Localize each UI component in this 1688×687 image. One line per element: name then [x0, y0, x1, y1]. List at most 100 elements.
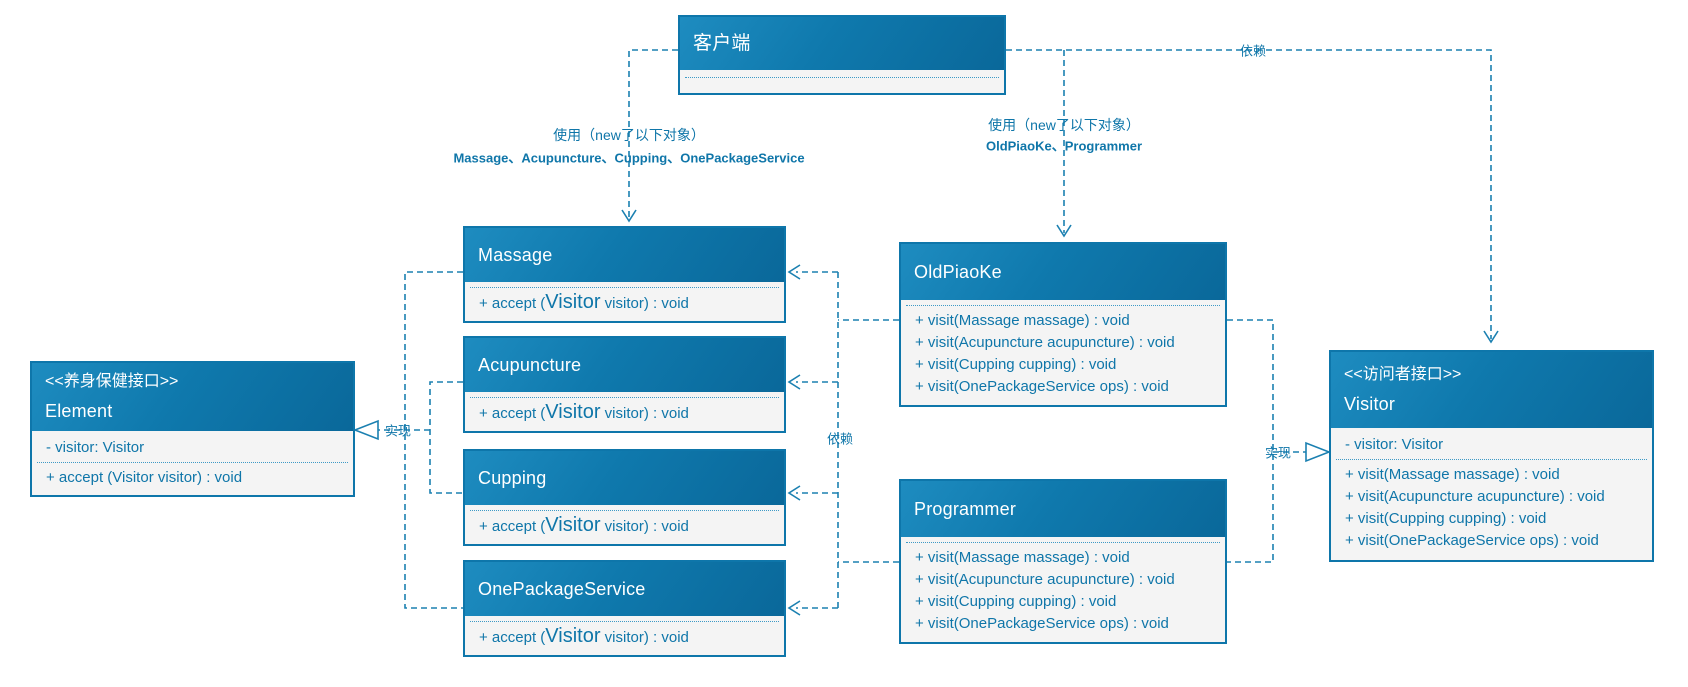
- realize-triangle-visitor: [1305, 441, 1332, 463]
- class-header-oldpiaoke: OldPiaoKe: [901, 244, 1225, 300]
- class-box-oldpiaoke: OldPiaoKe + visit(Massage massage) : voi…: [899, 242, 1227, 407]
- attribute-visitor: - visitor: Visitor: [1345, 436, 1444, 453]
- class-box-programmer: Programmer + visit(Massage massage) : vo…: [899, 479, 1227, 644]
- class-body-massage: + accept (Visitor visitor) : void: [465, 287, 784, 321]
- label-use-right-line2: OldPiaoKe、Programmer: [985, 138, 1143, 154]
- class-body-acupuncture: + accept (Visitor visitor) : void: [465, 397, 784, 431]
- class-title-oldpiaoke: OldPiaoKe: [914, 262, 1002, 282]
- class-box-visitor: <<访问者接口>> Visitor - visitor: Visitor + v…: [1329, 350, 1654, 562]
- method-visit-acupuncture: + visit(Acupuncture acupuncture) : void: [1345, 488, 1605, 505]
- label-use-left-line2: Massage、Acupuncture、Cupping、OnePackageSe…: [453, 150, 805, 166]
- class-title-visitor: Visitor: [1344, 394, 1396, 414]
- method-text: visitor) : void: [600, 405, 689, 422]
- method-accept: + accept (Visitor visitor) : void: [465, 398, 784, 431]
- class-header-programmer: Programmer: [901, 481, 1225, 537]
- compartment-divider: [470, 287, 779, 288]
- edge-realize-bracket-right: [1227, 319, 1274, 563]
- compartment-divider: [685, 77, 999, 78]
- class-header-onepackageservice: OnePackageService: [465, 562, 784, 616]
- method-accept: + accept (Visitor visitor) : void: [465, 288, 784, 321]
- method-visit-cupping: + visit(Cupping cupping) : void: [915, 593, 1117, 610]
- method-visit-acupuncture: + visit(Acupuncture acupuncture) : void: [915, 334, 1175, 351]
- arrowhead-left-acupuncture: [787, 374, 801, 390]
- method-visit-onepackageservice: + visit(OnePackageService ops) : void: [1345, 532, 1599, 549]
- class-body-element: - visitor: Visitor + accept (Visitor vis…: [32, 431, 353, 495]
- label-realize-left: 实现: [384, 423, 412, 439]
- class-header-massage: Massage: [465, 228, 784, 282]
- arrowhead-left-cupping: [787, 485, 801, 501]
- method-text: visitor) : void: [600, 518, 689, 535]
- method-visit-massage: + visit(Massage massage) : void: [915, 549, 1130, 566]
- realize-triangle-element: [352, 419, 379, 441]
- class-box-cupping: Cupping + accept (Visitor visitor) : voi…: [463, 449, 786, 546]
- method-accept: + accept (Visitor visitor) : void: [465, 511, 784, 544]
- class-title-massage: Massage: [478, 245, 553, 265]
- class-body-onepackageservice: + accept (Visitor visitor) : void: [465, 621, 784, 655]
- class-title-programmer: Programmer: [914, 499, 1017, 519]
- class-title-onepackageservice: OnePackageService: [478, 579, 646, 599]
- edge-client-to-massage: [628, 49, 678, 218]
- label-dependency-top: 依赖: [1239, 43, 1267, 59]
- compartment-divider: [906, 542, 1220, 543]
- method-visit-massage: + visit(Massage massage) : void: [1345, 466, 1560, 483]
- class-stereotype-visitor: <<访问者接口>>: [1344, 366, 1462, 383]
- method-param-type: Visitor: [545, 625, 601, 647]
- method-visit-cupping: + visit(Cupping cupping) : void: [1345, 510, 1547, 527]
- method-accept: + accept (Visitor visitor) : void: [465, 622, 784, 655]
- method-text: + accept (: [479, 295, 546, 312]
- class-body-cupping: + accept (Visitor visitor) : void: [465, 510, 784, 544]
- method-text: visitor) : void: [600, 295, 689, 312]
- method-visit-onepackageservice: + visit(OnePackageService ops) : void: [915, 378, 1169, 395]
- compartment-divider: [470, 397, 779, 398]
- edge-realize-bracket-outer-left: [404, 271, 463, 609]
- label-use-right-line1: 使用（new了以下对象）: [988, 117, 1140, 133]
- compartment-divider: [470, 510, 779, 511]
- class-body-visitor: - visitor: Visitor + visit(Massage massa…: [1331, 428, 1652, 560]
- method-visit-onepackageservice: + visit(OnePackageService ops) : void: [915, 615, 1169, 632]
- method-param-type: Visitor: [545, 291, 601, 313]
- attribute-visitor: - visitor: Visitor: [46, 439, 145, 456]
- class-box-element: <<养身保健接口>> Element - visitor: Visitor + …: [30, 361, 355, 497]
- method-text: visitor) : void: [600, 629, 689, 646]
- method-param-type: Visitor: [545, 401, 601, 423]
- compartment-divider: [470, 621, 779, 622]
- class-box-acupuncture: Acupuncture + accept (Visitor visitor) :…: [463, 336, 786, 433]
- class-header-visitor: <<访问者接口>> Visitor: [1331, 352, 1652, 428]
- class-box-client: 客户端: [678, 15, 1006, 95]
- class-title-cupping: Cupping: [478, 468, 547, 488]
- edge-realize-bracket-inner-left: [429, 381, 463, 494]
- class-header-acupuncture: Acupuncture: [465, 338, 784, 392]
- class-stereotype-element: <<养身保健接口>>: [45, 373, 179, 390]
- class-body-programmer: + visit(Massage massage) : void + visit(…: [901, 542, 1225, 642]
- edge-client-to-visitor-dependency: [1006, 49, 1492, 339]
- method-visit-acupuncture: + visit(Acupuncture acupuncture) : void: [915, 571, 1175, 588]
- class-body-oldpiaoke: + visit(Massage massage) : void + visit(…: [901, 305, 1225, 405]
- label-use-left-line1: 使用（new了以下对象）: [553, 127, 705, 143]
- method-text: + accept (: [479, 629, 546, 646]
- class-header-element: <<养身保健接口>> Element: [32, 363, 353, 431]
- class-box-massage: Massage + accept (Visitor visitor) : voi…: [463, 226, 786, 323]
- method-accept: + accept (Visitor visitor) : void: [46, 469, 243, 486]
- arrowhead-down-oldpiaoke: [1056, 224, 1072, 238]
- compartment-divider: [1336, 459, 1647, 460]
- class-box-onepackageservice: OnePackageService + accept (Visitor visi…: [463, 560, 786, 657]
- class-title-client: 客户端: [693, 32, 751, 54]
- method-visit-cupping: + visit(Cupping cupping) : void: [915, 356, 1117, 373]
- arrowhead-down-massage: [621, 209, 637, 223]
- arrowhead-left-onepackageservice: [787, 600, 801, 616]
- compartment-divider: [906, 305, 1220, 306]
- class-header-cupping: Cupping: [465, 451, 784, 505]
- method-visit-massage: + visit(Massage massage) : void: [915, 312, 1130, 329]
- arrowhead-down-visitor: [1483, 330, 1499, 344]
- label-realize-right: 实现: [1264, 445, 1292, 461]
- method-text: + accept (: [479, 405, 546, 422]
- label-dependency-mid: 依赖: [826, 431, 854, 447]
- class-header-client: 客户端: [680, 17, 1004, 70]
- method-text: + accept (: [479, 518, 546, 535]
- class-title-element: Element: [45, 401, 113, 421]
- arrowhead-left-massage: [787, 264, 801, 280]
- class-title-acupuncture: Acupuncture: [478, 355, 582, 375]
- method-param-type: Visitor: [545, 514, 601, 536]
